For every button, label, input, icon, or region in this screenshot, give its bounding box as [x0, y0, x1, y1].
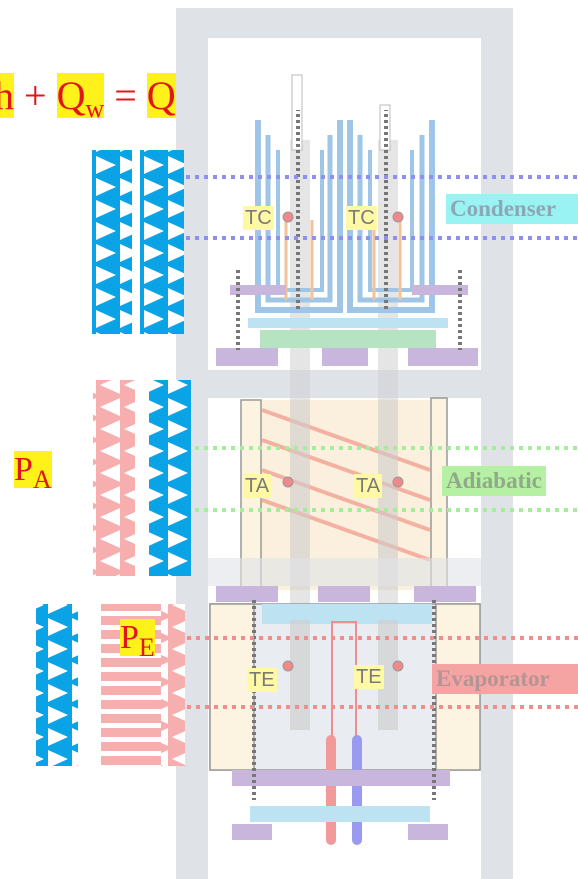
ta-label-left: TA [243, 474, 271, 498]
equation-qw: Qw [57, 73, 105, 118]
adiabatic-assembly [208, 398, 481, 602]
equation-plus: + [24, 73, 47, 118]
zone-label-adiabatic: Adiabatic [442, 466, 546, 496]
evaporator-heating-arrows [161, 604, 185, 766]
tc-point-left [283, 212, 293, 222]
adiabatic-cooling-arrows [149, 380, 191, 576]
pressure-label-pa: PA [14, 448, 52, 502]
equation-q: Q [147, 73, 176, 118]
pressure-label-pe: PE [120, 616, 155, 670]
evaporator-cooling-arrows [36, 604, 78, 766]
condenser-cooling-arrows-1 [92, 150, 132, 334]
te-label-right: TE [354, 665, 384, 689]
te-point-left [283, 661, 293, 671]
tc-label-left: TC [243, 206, 274, 230]
te-label-left: TE [247, 668, 277, 692]
ta-point-left [283, 477, 293, 487]
equation-left-term: h [0, 73, 14, 118]
adiabatic-heating-arrows [93, 380, 135, 576]
zone-label-condenser: Condenser [446, 194, 578, 224]
te-point-right [393, 661, 403, 671]
tc-point-right [393, 212, 403, 222]
condenser-cooling-arrows-2 [140, 150, 184, 334]
zone-label-evaporator: Evaporator [432, 664, 578, 694]
ta-point-right [393, 477, 403, 487]
heat-flow-arrows [36, 150, 191, 766]
energy-balance-equation: h + Qw = Q [0, 74, 176, 131]
ta-label-right: TA [354, 474, 382, 498]
tc-label-right: TC [346, 206, 377, 230]
equation-equals: = [114, 73, 137, 118]
